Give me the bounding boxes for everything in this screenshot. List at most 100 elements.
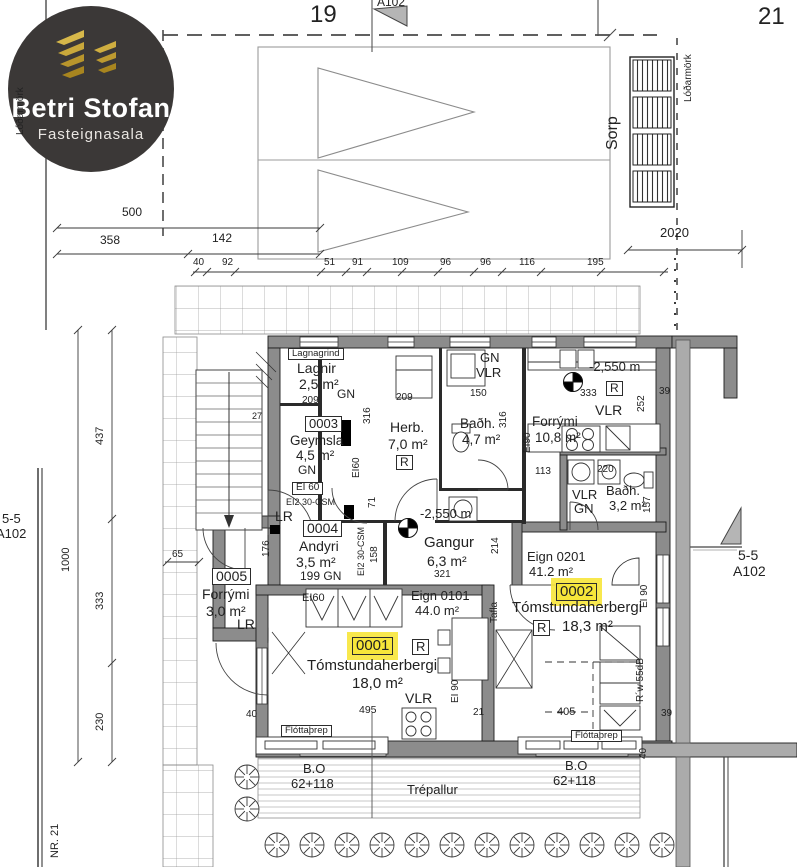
shaft-icon	[495, 629, 533, 689]
room-geymsla-gn: GN	[298, 463, 316, 477]
dim-142: 142	[212, 231, 233, 245]
waste-bins-icon	[629, 56, 675, 208]
dim-21: 21	[473, 707, 485, 718]
boundary-label-right: Lóðarmörk	[683, 54, 694, 102]
fire-rating-ei90-c: EI 90	[639, 584, 650, 608]
section-marker-right-icon	[690, 506, 742, 551]
logo-subtitle: Fasteignasala	[37, 126, 145, 143]
dim-150: 150	[470, 388, 487, 399]
tree-icon	[474, 832, 500, 858]
dim-top-40: 40	[193, 257, 205, 268]
r-box-0002: R	[533, 620, 551, 636]
section-marker-top-icon	[372, 5, 408, 27]
room-forrymi30-name: Forrými	[202, 586, 250, 602]
tree-icon	[369, 832, 395, 858]
shower-icon	[446, 349, 486, 387]
dim-top-116: 116	[519, 257, 535, 268]
boundary-label-left: Lóðarmörk	[15, 87, 26, 135]
room-lagnir-gn: GN	[337, 387, 355, 401]
unit-0101-label: Eign 0101	[411, 588, 470, 603]
vlr-1: VLR	[595, 402, 623, 418]
dim-top-195: 195	[587, 257, 604, 268]
room-0002-area: 18,3 m²	[562, 618, 613, 635]
room-herb-name: Herb.	[390, 419, 425, 435]
site-walls	[675, 339, 691, 867]
badh1-vlr: VLR	[476, 365, 502, 380]
tree-icon	[614, 832, 640, 858]
r-box-1: R	[606, 381, 623, 396]
room-0002-name: Tómstundaherbergi	[512, 599, 643, 616]
tafla-label: Tafla	[489, 601, 500, 623]
dim-209-a: 209	[302, 395, 319, 406]
dim-top-96b: 96	[480, 257, 492, 268]
dim-358: 358	[100, 233, 121, 247]
section-left-b: A102	[0, 526, 27, 541]
tree-icon	[649, 832, 675, 858]
vlr-bottom: VLR	[405, 690, 433, 706]
room-tag-0005: 0005	[212, 568, 252, 585]
lr-1: LR	[275, 508, 293, 524]
room-lagnir-area: 2,5 m²	[299, 376, 339, 392]
section-flag-top-label: A102	[377, 0, 406, 9]
tree-icons	[234, 764, 675, 858]
dim-157: 157	[642, 496, 653, 513]
section-left-a: 5-5	[2, 511, 21, 526]
dim-71: 71	[367, 496, 378, 508]
dashed-overhead-lines	[545, 661, 640, 748]
tree-icon	[544, 832, 570, 858]
escape-steps-label-1: Flóttaþrep	[281, 725, 332, 737]
dim-209-b: 209	[396, 392, 413, 403]
room-0001-area: 18,0 m²	[352, 675, 403, 692]
room-badh1-area: 4,7 m²	[462, 432, 501, 447]
dim-316-b: 316	[498, 411, 509, 428]
room-forrymi108-name: Forrými	[532, 414, 578, 429]
street-number-label: NR. 21	[49, 823, 61, 858]
waste-label: Sorp	[604, 116, 621, 150]
section-right-a: 5-5	[738, 547, 759, 563]
wooden-deck	[257, 713, 729, 867]
elevation-marker-2-label: -2,550 m	[420, 506, 472, 521]
unit-0101-area: 44.0 m²	[415, 603, 460, 618]
company-logo: Betri Stofan Fasteignasala	[8, 6, 174, 172]
paving-tiles	[162, 285, 641, 867]
table-icon	[437, 617, 489, 681]
tree-icon	[264, 832, 290, 858]
toilet-icon	[451, 423, 471, 453]
dim-214: 214	[490, 537, 501, 554]
stairs	[195, 369, 263, 531]
dim-65: 65	[172, 549, 184, 560]
dim-top-109: 109	[392, 257, 409, 268]
dim-top-91: 91	[352, 257, 364, 268]
dim-1000: 1000	[60, 547, 72, 572]
deck-label: Trépallur	[407, 782, 458, 797]
room-gangur-name: Gangur	[424, 534, 475, 551]
room-badh1-name: Baðh.	[460, 416, 496, 431]
fire-rating-ei90-a: EI90	[522, 432, 533, 453]
tree-icon	[509, 832, 535, 858]
dim-220: 220	[597, 464, 614, 475]
dim-252: 252	[636, 395, 647, 412]
interior-walls	[270, 348, 526, 585]
stove-icon	[401, 707, 437, 740]
room-lagnagrind-label: Lagnagrind	[288, 348, 344, 360]
deck-bo-1b: 62+118	[291, 776, 334, 791]
room-geymsla-name: Geymsla	[290, 433, 344, 448]
site-boundary-lines	[37, 0, 678, 867]
badh1-gn: GN	[480, 350, 500, 365]
tree-icon	[299, 832, 325, 858]
dim-405: 405	[557, 706, 576, 718]
room-andyri-name: Andyri	[299, 538, 339, 554]
elevation-marker-icons	[397, 371, 584, 539]
dim-top-96a: 96	[440, 257, 452, 268]
fire-rating-ei2-v: EI2 30-CSM	[356, 526, 366, 576]
stove-icon	[527, 423, 661, 453]
dim-27: 27	[252, 411, 263, 421]
dim-39-b: 39	[661, 708, 673, 719]
fire-rating-ei2-h: EI2 30-CSM	[286, 497, 336, 507]
fire-rating-ei90-b: EI 90	[450, 679, 461, 703]
fire-rating-ei60-vert: EI60	[351, 457, 362, 478]
unit-0201-label: Eign 0201	[527, 549, 586, 564]
